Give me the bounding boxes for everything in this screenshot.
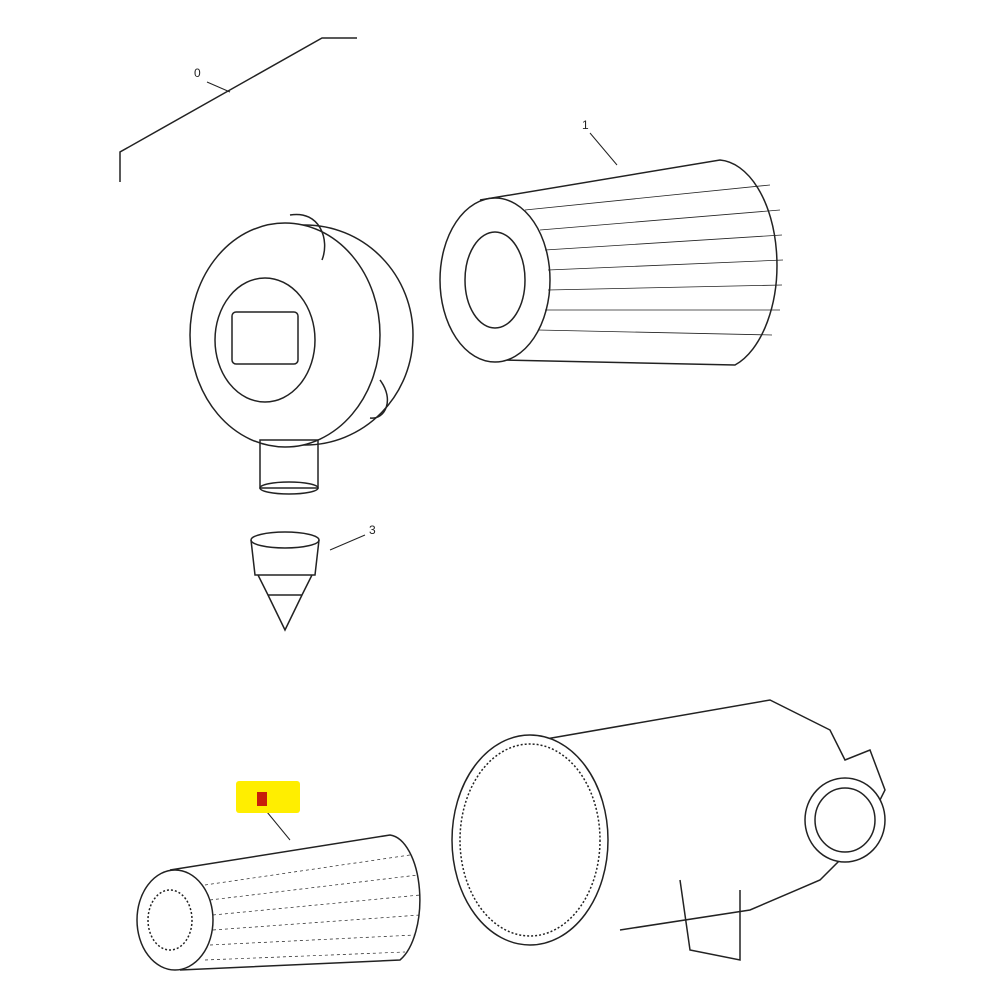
safety-filter-element <box>136 834 421 971</box>
assembly-bracket <box>119 37 357 182</box>
callout-1[interactable]: 1 <box>582 118 589 132</box>
dust-valve <box>250 531 320 632</box>
filter-housing-head <box>189 213 414 495</box>
leader-lines <box>206 81 618 841</box>
callout-3[interactable]: 3 <box>369 523 376 537</box>
highlighted-callout-marker[interactable] <box>257 792 267 806</box>
callout-0[interactable]: 0 <box>194 66 201 80</box>
primary-filter-element <box>439 159 784 366</box>
highlighted-callout[interactable] <box>236 781 300 813</box>
filter-housing-body <box>451 699 886 961</box>
